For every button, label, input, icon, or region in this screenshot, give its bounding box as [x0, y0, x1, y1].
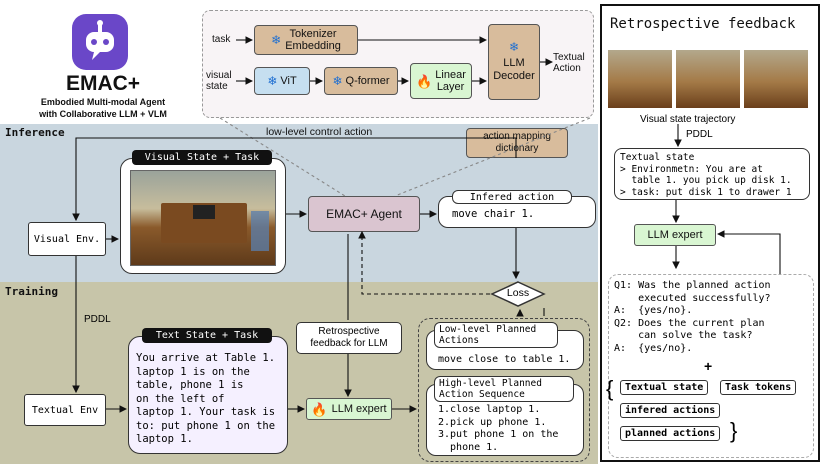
textual-env-box: Textual Env [24, 394, 106, 426]
training-label: Training [5, 285, 58, 298]
retro-llm-expert: LLM expert [634, 224, 716, 246]
plus-sign: + [704, 358, 713, 374]
low-level-title: Low-level Planned Actions [434, 322, 558, 348]
trajectory-photo-1 [608, 50, 672, 108]
laptop-shape [193, 205, 215, 219]
retro-feedback-label: Retrospective feedback for LLM [310, 326, 388, 349]
low-level-body: move close to table 1. [438, 354, 571, 365]
tokenizer-module: ❄ Tokenizer Embedding [254, 25, 358, 55]
textual-state-text: Textual state > Environmetn: You are at … [620, 152, 792, 198]
loss-label: Loss [506, 287, 530, 299]
qa-dashed-box [608, 274, 814, 458]
high-level-title: High-level Planned Action Sequence [434, 376, 574, 402]
trajectory-photo-3 [744, 50, 808, 108]
llm-expert-label: LLM expert [331, 403, 387, 415]
chair-shape [251, 211, 269, 251]
scene-photo [130, 170, 276, 266]
llm-decoder-label: LLM Decoder [493, 57, 535, 82]
retrospective-panel [600, 4, 820, 462]
retrospective-title: Retrospective feedback [610, 16, 796, 32]
infered-action-title: Infered action [452, 190, 572, 204]
pddl-label: PDDL [84, 314, 111, 325]
tokenizer-label: Tokenizer Embedding [285, 28, 341, 52]
vit-module: ❄ ViT [254, 67, 310, 95]
high-level-title-text: High-level Planned Action Sequence [439, 378, 542, 400]
linear-label: Linear Layer [435, 69, 466, 93]
low-level-title-text: Low-level Planned Actions [439, 324, 537, 346]
open-brace: { [606, 376, 614, 401]
action-mapping-dictionary: action mapping dictionary [466, 128, 568, 158]
logo-name: EMAC+ [65, 72, 141, 95]
emac-agent-label: EMAC+ Agent [326, 207, 402, 221]
tag-task-tokens: Task tokens [720, 380, 797, 395]
visual-state-task-pill: Visual State + Task [132, 150, 272, 165]
retro-llm-expert-label: LLM expert [647, 229, 703, 241]
qformer-module: ❄ Q-former [324, 67, 398, 95]
action-mapping-label: action mapping dictionary [483, 131, 551, 154]
text-state-body: You arrive at Table 1. laptop 1 is on th… [136, 352, 276, 445]
loss-diamond [490, 280, 546, 308]
emac-agent-box: EMAC+ Agent [308, 196, 420, 232]
vit-label: ViT [280, 75, 297, 87]
retro-pddl-label: PDDL [686, 129, 713, 140]
visual-state-label: visual state [206, 70, 232, 92]
inference-label: Inference [5, 126, 65, 139]
trajectory-label: Visual state trajectory [640, 114, 736, 125]
textual-env-label: Textual Env [31, 404, 99, 416]
logo-subtitle-2: with Collaborative LLM + VLM [39, 109, 167, 119]
logo-subtitle-1: Embodied Multi-modal Agent [40, 97, 166, 107]
textual-state-box: Textual state > Environmetn: You are at … [614, 148, 810, 200]
control-action-label: low-level control action [266, 126, 373, 138]
text-state-task-pill: Text State + Task [142, 328, 272, 343]
linear-layer-module: 🔥 Linear Layer [410, 63, 472, 99]
retro-feedback-box: Retrospective feedback for LLM [296, 322, 402, 354]
qformer-label: Q-former [345, 75, 390, 87]
planned-actions-group [418, 318, 590, 462]
flame-icon: 🔥 [311, 401, 328, 417]
tag-planned-actions: planned actions [620, 426, 721, 441]
high-level-body: 1.close laptop 1. 2.pick up phone 1. 3.p… [438, 404, 559, 453]
snowflake-icon: ❄ [508, 40, 520, 54]
trajectory-photo-2 [676, 50, 740, 108]
llm-decoder-module: ❄ LLM Decoder [488, 24, 540, 100]
text-state-card [128, 336, 288, 454]
visual-env-box: Visual Env. [28, 222, 106, 256]
visual-env-label: Visual Env. [33, 233, 101, 245]
snowflake-icon: ❄ [271, 33, 282, 47]
llm-expert-box: 🔥 LLM expert [306, 398, 392, 420]
tag-textual-state: Textual state [620, 380, 709, 395]
robot-icon [72, 14, 128, 70]
flame-icon: 🔥 [416, 73, 433, 89]
task-label: task [212, 34, 231, 45]
snowflake-icon: ❄ [267, 74, 278, 88]
tag-infered-actions: infered actions [620, 403, 721, 418]
infered-action-value: move chair 1. [452, 208, 535, 220]
textual-action-label: Textual Action [553, 52, 585, 74]
qa-text: Q1: Was the planned action executed succ… [614, 280, 771, 354]
close-brace: } [730, 418, 738, 443]
snowflake-icon: ❄ [332, 74, 343, 88]
